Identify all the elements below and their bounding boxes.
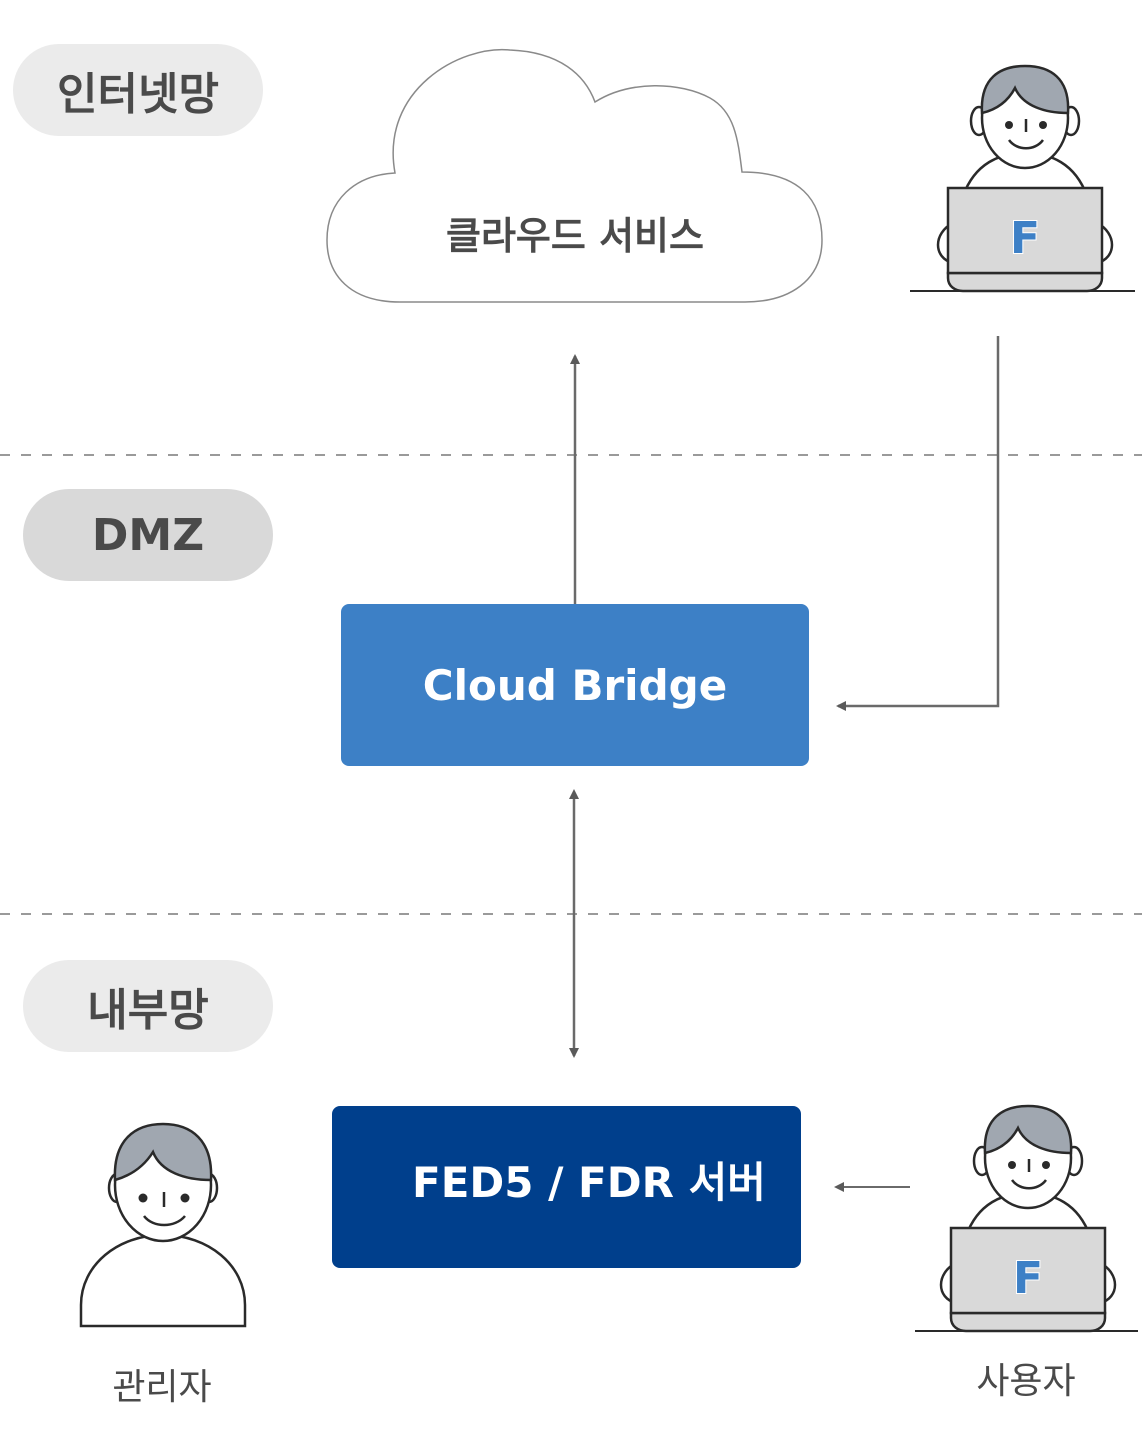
arrow-external-user-to-bridge (836, 336, 1000, 711)
internal-laptop-logo: F (1013, 1253, 1043, 1304)
server-node: FED5 / FDR 서버 (332, 1106, 801, 1268)
cloud-service-label: 클라우드 서비스 (446, 214, 704, 258)
admin-icon (79, 1122, 247, 1328)
cloud-bridge-label: Cloud Bridge (422, 660, 728, 710)
external-user-icon (910, 64, 1135, 293)
zone-label-dmz: DMZ (23, 489, 273, 581)
zone-label-internet: 인터넷망 (13, 44, 263, 136)
cloud-bridge-node: Cloud Bridge (341, 604, 809, 766)
internal-user-icon (915, 1104, 1138, 1333)
server-label: FED5 / FDR 서버 (412, 1157, 766, 1207)
zone-label-internal: 내부망 (23, 960, 273, 1052)
cloud-shape (326, 48, 823, 303)
external-laptop-logo: F (1010, 213, 1040, 264)
user-label: 사용자 (976, 1361, 1076, 1402)
admin-label: 관리자 (112, 1367, 212, 1408)
